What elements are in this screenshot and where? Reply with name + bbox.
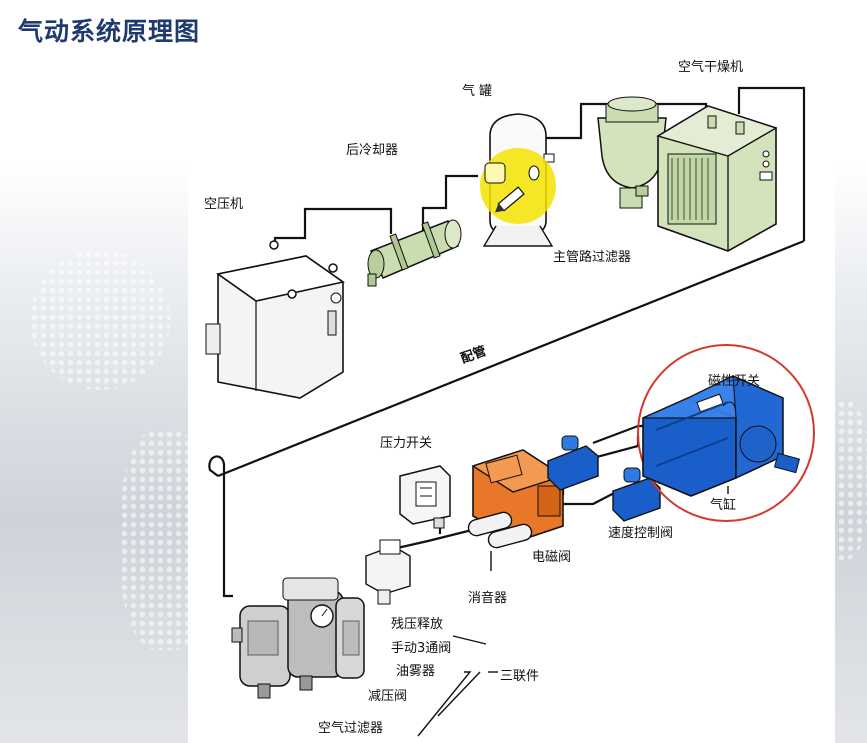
label-air-dryer: 空气干燥机	[678, 60, 744, 75]
label-cylinder: 气缸	[710, 498, 737, 513]
air-tank	[480, 113, 556, 247]
label-air-compressor: 空压机	[204, 197, 244, 212]
pipe-dryer-out	[737, 86, 806, 241]
label-pressure-switch: 压力开关	[380, 436, 433, 451]
pipe-speed-1	[592, 424, 648, 445]
label-regulator: 减压阀	[368, 689, 408, 704]
pencil-cursor-icon	[495, 186, 525, 213]
diagram-panel: 空压机 后冷却器 气罐 空气干燥机 主管路过滤器 配管 压力开关 磁性开关 电磁…	[188, 46, 835, 743]
silencers	[467, 511, 533, 549]
pipe-drop	[208, 455, 233, 598]
label-manual-3way: 手动3通阀	[391, 641, 452, 656]
highlight-circle	[480, 148, 556, 224]
label-speed-control-valve: 速度控制阀	[608, 526, 674, 541]
label-silencer: 消音器	[468, 591, 508, 606]
pipe-cooler-to-tank	[421, 174, 478, 238]
label-residual-release: 残压释放	[391, 617, 444, 632]
pneumatic-diagram	[205, 86, 815, 737]
cylinder	[637, 344, 815, 522]
air-compressor	[205, 240, 345, 399]
label-main-filter: 主管路过滤器	[553, 250, 632, 265]
label-aftercooler: 后冷却器	[346, 143, 399, 158]
label-frl-unit: 三联件	[500, 669, 540, 684]
label-air-tank: 气罐	[462, 84, 497, 99]
leader-lines	[417, 486, 729, 737]
background-dot-pattern	[30, 250, 170, 390]
pipe-compressor-to-cooler	[273, 207, 393, 248]
air-dryer	[656, 105, 778, 252]
main-line-filter	[597, 96, 667, 209]
label-magnetic-switch: 磁性开关	[708, 374, 761, 389]
page-title: 气动系统原理图	[18, 17, 201, 46]
frl-unit	[231, 577, 365, 699]
label-air-filter: 空气过滤器	[318, 721, 384, 736]
label-solenoid-valve: 电磁阀	[532, 550, 572, 565]
pressure-switch	[399, 465, 451, 529]
residual-pressure-valve	[365, 539, 411, 605]
aftercooler	[367, 219, 462, 287]
label-lubricator: 油雾器	[396, 664, 436, 679]
speed-control-valves	[547, 435, 661, 522]
callout-circle	[637, 344, 815, 522]
pipe-main	[217, 239, 805, 478]
